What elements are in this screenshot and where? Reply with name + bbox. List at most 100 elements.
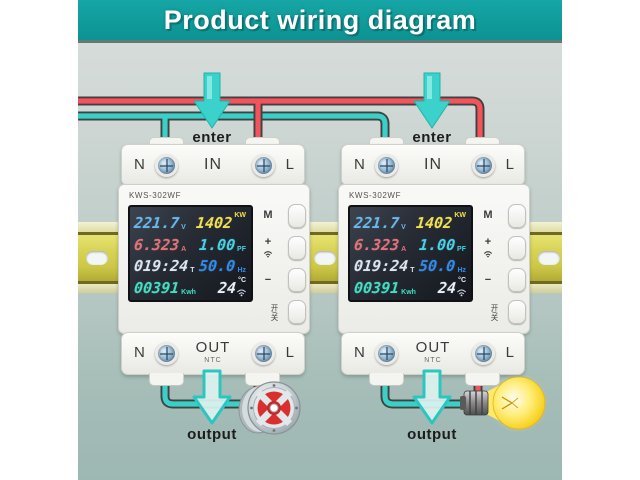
din-rail-slot — [538, 251, 560, 265]
terminal-label-in: IN — [204, 156, 222, 173]
terminal-label-l: L — [505, 156, 514, 173]
terminal-label-n: N — [134, 344, 145, 361]
terminal-screw[interactable] — [375, 342, 398, 365]
wifi-icon — [457, 289, 466, 297]
model-number: KWS-302WF — [349, 191, 402, 200]
button-column: M + − 开/关 — [478, 202, 526, 326]
plus-button[interactable] — [508, 235, 526, 260]
terminal-label-n: N — [134, 156, 145, 173]
freq-value: 50.0 — [418, 257, 457, 276]
terminal-label-in: IN — [424, 156, 442, 173]
page-title: Product wiring diagram — [163, 4, 477, 35]
energy-unit: Kwh — [401, 288, 416, 296]
power-value: 1402 — [195, 214, 234, 232]
bottom-terminal-block: N OUT NTC L — [341, 332, 525, 375]
terminal-screw[interactable] — [252, 154, 275, 177]
current-unit: A — [401, 245, 407, 253]
diagram-canvas: Product wiring diagram — [78, 0, 562, 480]
voltage-unit: V — [181, 224, 186, 231]
terminal-label-out: OUT NTC — [195, 339, 231, 364]
wifi-icon — [237, 289, 246, 297]
time-unit: T — [190, 267, 195, 275]
minus-button-label: − — [264, 273, 272, 286]
energy-unit: Kwh — [181, 288, 196, 296]
pf-unit: PF — [457, 245, 466, 253]
din-rail-slot — [86, 251, 108, 265]
minus-button[interactable] — [508, 268, 526, 293]
wifi-icon — [263, 251, 273, 258]
freq-unit: Hz — [457, 267, 466, 275]
plus-button-label: + — [258, 237, 278, 258]
output-label: output — [187, 426, 237, 443]
power-unit: KW — [454, 212, 466, 219]
output-label: output — [407, 426, 457, 443]
terminal-screw[interactable] — [155, 342, 178, 365]
pf-value: 1.00 — [198, 235, 236, 254]
plus-button-label: + — [478, 237, 498, 258]
terminal-label-n: N — [354, 344, 365, 361]
voltage-unit: V — [401, 224, 406, 231]
onoff-button[interactable] — [288, 300, 306, 325]
time-value: 019:24 — [353, 257, 410, 276]
button-column: M + − 开/关 — [258, 202, 306, 326]
terminal-label-out: OUT NTC — [415, 339, 451, 364]
terminal-label-n: N — [354, 156, 365, 173]
m-button-label: M — [483, 209, 493, 221]
temp-unit: °C — [238, 276, 246, 284]
power-unit: KW — [234, 212, 246, 219]
minus-button[interactable] — [288, 268, 306, 293]
m-button[interactable] — [508, 203, 526, 228]
terminal-clamp — [149, 373, 184, 386]
current-value: 6.323 — [353, 235, 400, 254]
terminal-clamp — [369, 373, 404, 386]
onoff-button[interactable] — [508, 300, 526, 325]
freq-value: 50.0 — [198, 257, 237, 276]
terminal-screw[interactable] — [472, 342, 495, 365]
energy-value: 00391 — [353, 278, 400, 297]
enter-label: enter — [192, 129, 232, 146]
wifi-icon — [483, 251, 493, 258]
pf-value: 1.00 — [418, 235, 456, 254]
terminal-label-l: L — [285, 156, 294, 173]
terminal-screw[interactable] — [252, 342, 275, 365]
top-terminal-block: N IN L — [341, 144, 525, 186]
onoff-button-label: 开/关 — [270, 303, 279, 322]
voltage-value: 221.7 — [353, 214, 400, 232]
voltage-value: 221.7 — [133, 214, 180, 232]
ntc-label: NTC — [204, 357, 222, 364]
m-button[interactable] — [288, 203, 306, 228]
freq-unit: Hz — [237, 267, 246, 275]
title-banner: Product wiring diagram — [78, 0, 562, 43]
enter-label: enter — [412, 129, 452, 146]
power-value: 1402 — [415, 214, 454, 232]
model-number: KWS-302WF — [129, 191, 182, 200]
bottom-terminal-block: N OUT NTC L — [121, 332, 305, 375]
light-bulb-icon — [460, 373, 548, 433]
terminal-screw[interactable] — [375, 154, 398, 177]
terminal-screw[interactable] — [472, 154, 495, 177]
minus-button-label: − — [484, 273, 492, 286]
pf-unit: PF — [237, 245, 246, 253]
din-rail-top-flange — [78, 222, 562, 232]
temp-value: 24 — [437, 278, 457, 297]
terminal-label-l: L — [285, 344, 294, 361]
top-terminal-block: N IN L — [121, 144, 305, 186]
plus-button[interactable] — [288, 235, 306, 260]
m-button-label: M — [263, 209, 273, 221]
terminal-screw[interactable] — [155, 154, 178, 177]
time-unit: T — [410, 267, 415, 275]
terminal-label-l: L — [505, 344, 514, 361]
